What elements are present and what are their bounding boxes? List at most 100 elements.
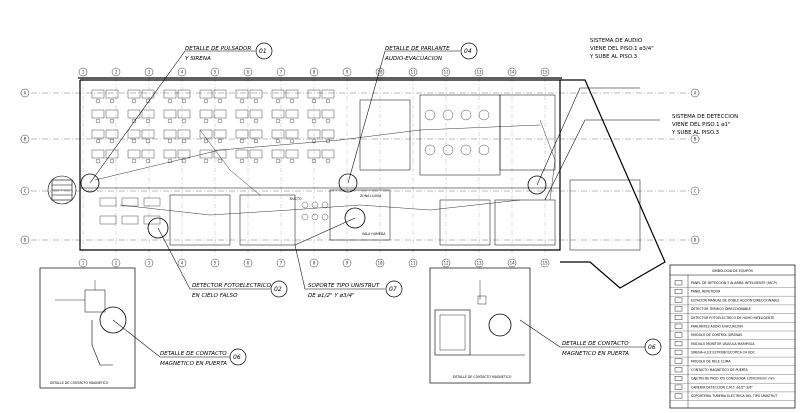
chair [289,118,295,124]
grid-bubble [690,134,700,144]
desk [249,109,263,119]
grid-bubble [408,258,418,268]
grid-bubble [144,258,154,268]
grid-bubble [20,235,30,245]
grid-column-label: 10 [377,261,383,266]
meeting-table [442,109,454,121]
desk [213,89,227,99]
chair [181,138,187,144]
legend-item-label: SIRENA+LUZ ESTROBOSCOPICA 24 VDC [691,351,756,355]
chair [181,158,187,164]
chair [131,98,137,104]
chair [325,158,331,164]
legend-symbol-icon [674,384,683,390]
detail-caption-left: DETALLE DE CONTACTO MAGNETICO [50,381,109,385]
callout-number: 06 [233,354,241,361]
chair [289,158,295,164]
meeting-table [442,144,454,156]
callout-title: DETECTOR FOTOELECTRICO [192,283,272,289]
round-table [321,201,329,209]
round-table [321,213,329,221]
round-table [311,201,319,209]
callout-number: 06 [648,344,656,351]
grid-bubble [177,258,187,268]
grid-bubble [342,258,352,268]
desk [199,129,213,139]
desk [163,129,177,139]
desk [199,89,213,99]
desk [105,89,119,99]
chair [311,98,317,104]
meeting-table [424,144,436,156]
desk [127,89,141,99]
grid-column-label: 12 [443,70,449,75]
legend-symbol-icon [674,332,683,338]
desk [235,149,249,159]
grid-column-label: 8 [313,261,316,266]
chair [145,118,151,124]
note-line: Y SUBE AL PISO.3 [671,130,719,136]
chair [275,138,281,144]
legend-item-label: ESTACION MANUAL DE DOBLE ACCION DIRECCIO… [691,298,779,302]
desk [121,215,139,225]
desk [143,215,161,225]
chair [203,118,209,124]
callout-contacto-right: DETALLE DE CONTACTO MAGNETICO EN PUERTA … [562,338,662,357]
grid-column-label: 11 [410,261,416,266]
desk [285,89,299,99]
chair [311,158,317,164]
callout-number-circle [229,348,247,366]
grid-row-label: A [24,91,27,96]
callout-title: DETALLE DE PARLANTE [385,46,450,52]
chair [275,158,281,164]
grid-column-label: 11 [410,70,416,75]
room-label: ZONA LLUVIA [360,194,382,198]
callout-number-circle [644,338,662,356]
desk [127,109,141,119]
desk [271,89,285,99]
desk [163,109,177,119]
detail-box-middle [429,267,531,384]
desk [271,129,285,139]
desk [177,109,191,119]
note-deteccion: SISTEMA DE DETECCION VIENE DEL PISO.1 ø1… [671,114,738,136]
desk [249,89,263,99]
grid-bubble [210,258,220,268]
desk [307,129,321,139]
note-line: SISTEMA DE DETECCION [672,114,738,120]
grid-bubble [540,258,550,268]
desk [307,89,321,99]
chair [217,98,223,104]
grid-bubble [690,235,700,245]
legend-item-label: MODULO DE RELE CLIMA [691,359,731,363]
callout-number-circle [385,280,403,298]
grid-bubble [309,67,319,77]
grid-column-label: 4 [181,261,184,266]
legend-item-label: CONTACTO MAGNETICO DE PUERTA [691,368,748,372]
chair [253,98,259,104]
chair [181,118,187,124]
callout-number: 02 [274,286,282,293]
grid-bubble [276,258,286,268]
chair [109,98,115,104]
desk [91,109,105,119]
interior-walls [169,94,641,251]
grid-row-label: C [694,189,697,194]
legend-title: SIMBOLOGIA DE EQUIPOS [712,269,753,273]
chair [325,118,331,124]
chair [253,138,259,144]
grid-bubble [243,258,253,268]
grid-column-label: 13 [476,70,482,75]
chair [167,138,173,144]
grid-column-label: 5 [214,261,217,266]
legend-item-label: PARLANTES AUDIO EVACUACION [691,325,743,329]
desk [91,129,105,139]
building-outline [78,77,666,289]
round-table [311,213,319,221]
legend-item-label: CANERIA DETECCION C.M.T. ø1/2"-3/4" [691,385,753,389]
grid-bubble [20,88,30,98]
grid-column-label: 4 [181,70,184,75]
chair [203,98,209,104]
grid-column-label: 9 [346,70,349,75]
